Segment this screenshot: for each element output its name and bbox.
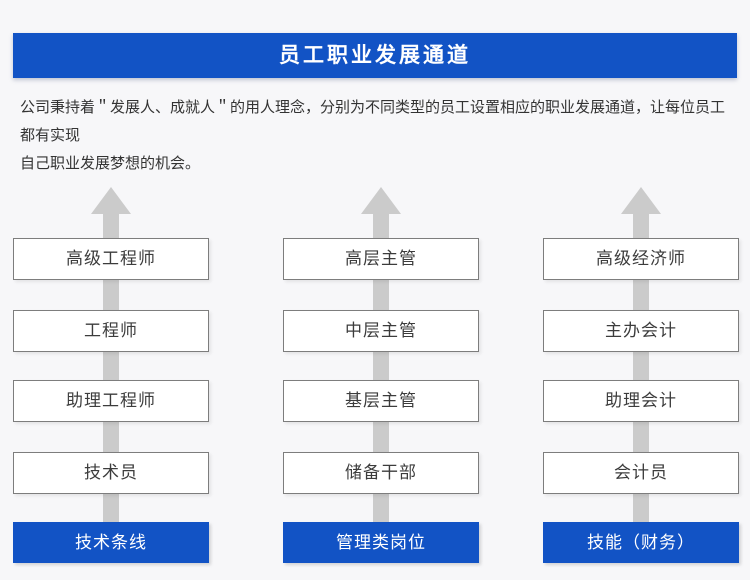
career-track-finance-skill: 高级经济师 主办会计 助理会计 会计员 技能（财务） [543,183,739,563]
level-box: 高层主管 [283,238,479,280]
track-category-box: 技术条线 [13,522,209,563]
level-box: 技术员 [13,452,209,494]
page-title-banner: 员工职业发展通道 [13,33,737,78]
track-category-box: 管理类岗位 [283,522,479,563]
intro-line-2: 自己职业发展梦想的机会。 [20,155,201,172]
level-box: 中层主管 [283,310,479,352]
level-box: 主办会计 [543,310,739,352]
level-box: 储备干部 [283,452,479,494]
level-box: 助理会计 [543,380,739,422]
up-arrow-icon [621,187,661,214]
level-box: 高级经济师 [543,238,739,280]
up-arrow-stem [633,213,649,524]
up-arrow-icon [361,187,401,214]
page-title: 员工职业发展通道 [279,44,471,67]
career-track-technical: 高级工程师 工程师 助理工程师 技术员 技术条线 [13,183,209,563]
level-box: 会计员 [543,452,739,494]
track-category-box: 技能（财务） [543,522,739,563]
level-box: 基层主管 [283,380,479,422]
up-arrow-icon [91,187,131,214]
level-box: 高级工程师 [13,238,209,280]
up-arrow-stem [373,213,389,524]
level-box: 助理工程师 [13,380,209,422]
intro-line-1: 公司秉持着＂发展人、成就人＂的用人理念，分别为不同类型的员工设置相应的职业发展通… [20,99,726,144]
level-box: 工程师 [13,310,209,352]
career-track-management: 高层主管 中层主管 基层主管 储备干部 管理类岗位 [283,183,479,563]
intro-paragraph: 公司秉持着＂发展人、成就人＂的用人理念，分别为不同类型的员工设置相应的职业发展通… [20,94,732,178]
up-arrow-stem [103,213,119,524]
